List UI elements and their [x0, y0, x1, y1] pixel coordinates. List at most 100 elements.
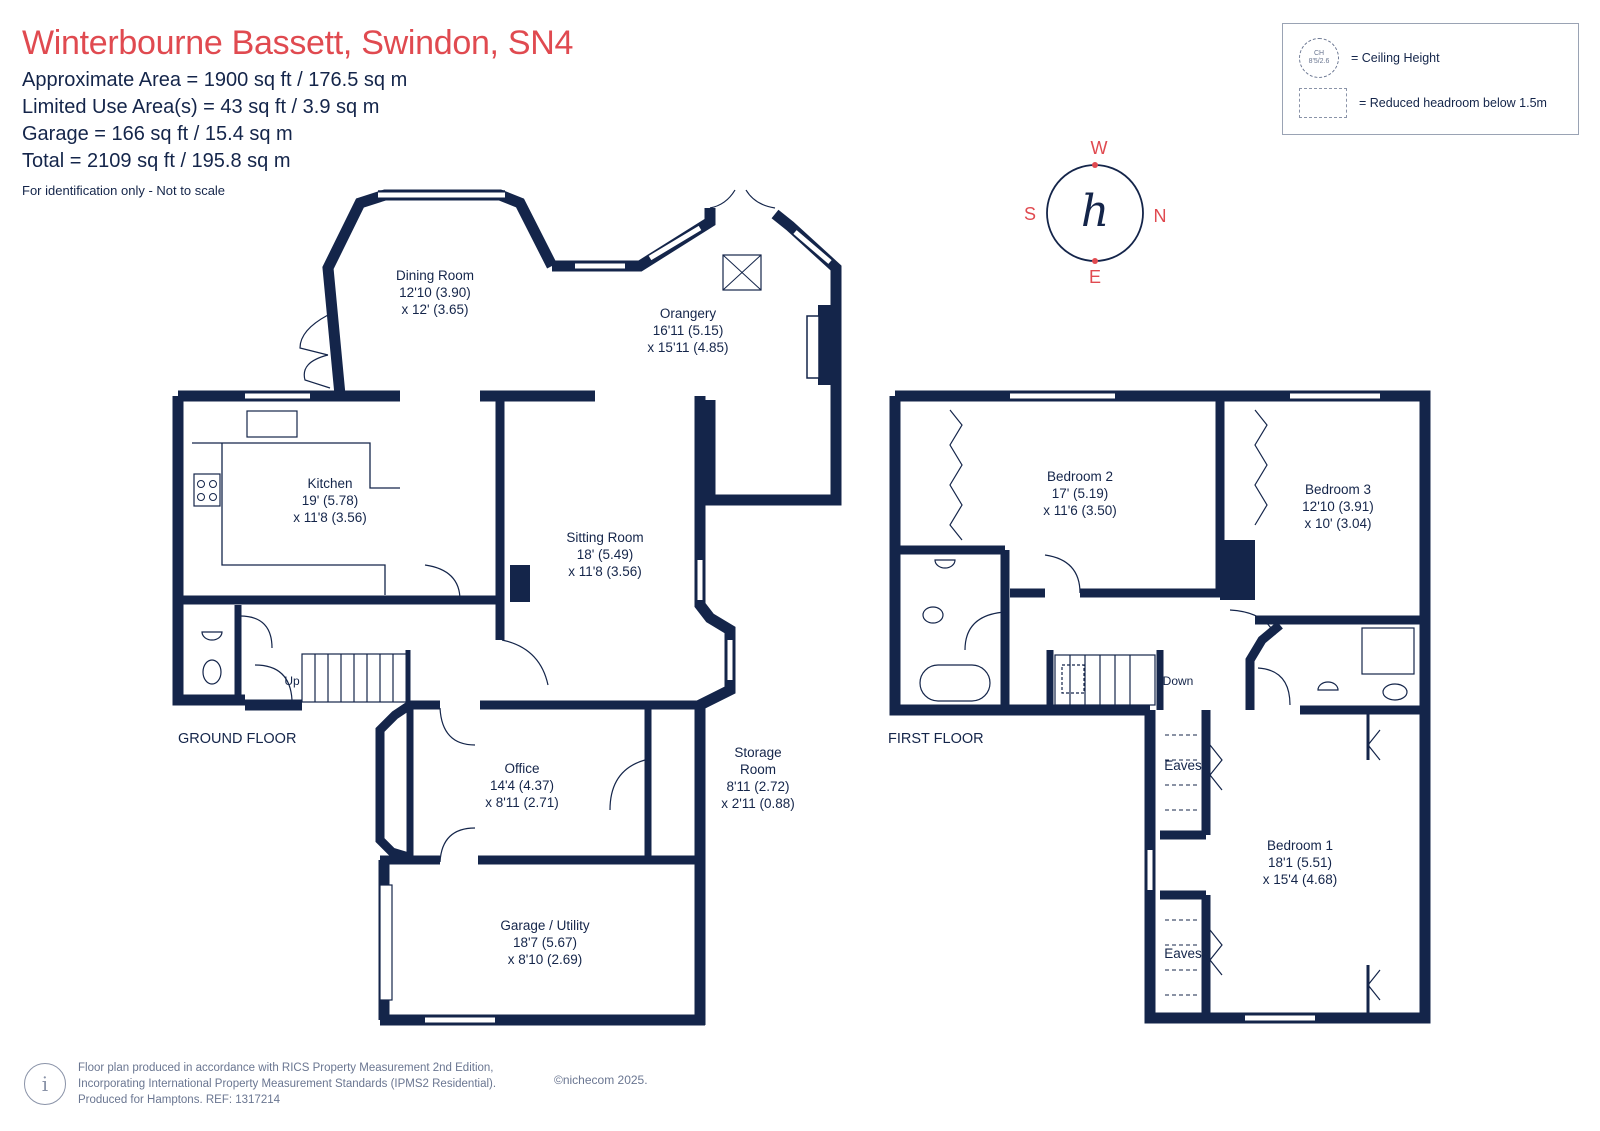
reduced-headroom-icon — [1299, 88, 1347, 118]
eaves-upper-label: Eaves — [1164, 758, 1202, 773]
ch-icon-value: 8'5/2.6 — [1308, 58, 1330, 65]
sitting-chimney — [510, 565, 530, 602]
room-labels: Dining Room 12'10 (3.90) x 12' (3.65) Or… — [178, 268, 1374, 967]
bedroom2-dim1: 17' (5.19) — [1052, 486, 1109, 501]
legend-ceiling-height: CH 8'5/2.6 = Ceiling Height — [1299, 38, 1440, 78]
stairs-down-label: Down — [1163, 674, 1194, 688]
sitting-room-name: Sitting Room — [566, 530, 643, 545]
page-title: Winterbourne Bassett, Swindon, SN4 — [22, 24, 574, 62]
info-icon: i — [24, 1063, 66, 1105]
storage-name1: Storage — [734, 745, 781, 760]
bedroom1-name: Bedroom 1 — [1267, 838, 1333, 853]
orangery-dim1: 16'11 (5.15) — [653, 323, 724, 338]
limited-use-area: Limited Use Area(s) = 43 sq ft / 3.9 sq … — [22, 96, 380, 118]
legend-reduced-headroom: = Reduced headroom below 1.5m — [1299, 88, 1547, 118]
ensuite-shower — [1361, 627, 1415, 675]
storage-name2: Room — [740, 762, 776, 777]
bathroom-door — [964, 611, 1006, 651]
storage-dim2: x 2'11 (0.88) — [721, 796, 795, 811]
eaves-lines — [1165, 734, 1200, 996]
kitchen-sink — [246, 410, 298, 438]
compass-w: W — [1091, 138, 1108, 158]
ceiling-height-icon: CH 8'5/2.6 — [1299, 38, 1339, 78]
garage-name: Garage / Utility — [500, 918, 590, 933]
storage-door — [609, 759, 646, 811]
plan-walls — [172, 189, 1431, 1026]
ensuite-door — [1257, 667, 1291, 706]
orangery-dim2: x 15'11 (4.85) — [647, 340, 728, 355]
office-dim1: 14'4 (4.37) — [490, 778, 554, 793]
bath-basin — [934, 559, 956, 569]
bedroom3-dim1: 12'10 (3.91) — [1302, 499, 1374, 514]
footer-text: Floor plan produced in accordance with R… — [78, 1060, 496, 1108]
compass-marker-w — [1092, 162, 1098, 168]
kitchen-name: Kitchen — [307, 476, 352, 491]
ground-floor-label: GROUND FLOOR — [178, 731, 296, 747]
orangery-chimney — [818, 305, 840, 385]
sitting-room-dim2: x 11'8 (3.56) — [568, 564, 642, 579]
kitchen-hob — [193, 473, 221, 507]
footer-brand: ©nichecom 2025. — [554, 1073, 648, 1087]
approx-area: Approximate Area = 1900 sq ft / 176.5 sq… — [22, 69, 408, 91]
bathtub — [919, 664, 991, 702]
office-door — [439, 707, 476, 746]
bedroom2-name: Bedroom 2 — [1047, 469, 1113, 484]
orangery-fireplace — [806, 315, 820, 379]
ensuite-toilet — [1382, 683, 1408, 701]
compass-logo: h — [1081, 186, 1109, 237]
compass-marker-e — [1092, 258, 1098, 264]
wardrobes — [949, 409, 1381, 1001]
garage-dim2: x 8'10 (2.69) — [508, 952, 583, 967]
wc-toilet — [202, 659, 222, 685]
first-floor-outline — [895, 390, 1431, 1024]
bedroom3-dim2: x 10' (3.04) — [1304, 516, 1371, 531]
footer-line1: Floor plan produced in accordance with R… — [78, 1062, 494, 1074]
compass: W S N E h — [1024, 138, 1167, 287]
ensuite-wall — [1245, 621, 1283, 710]
dining-french-door — [299, 314, 329, 356]
kitchen-dim1: 19' (5.78) — [302, 493, 359, 508]
scale-note: For identification only - Not to scale — [22, 183, 226, 198]
ceiling-height-label: = Ceiling Height — [1351, 51, 1440, 65]
stairs-up-label: Up — [284, 674, 300, 688]
orangery-french-door — [709, 189, 736, 209]
orangery-wall-lower — [704, 385, 842, 506]
kitchen-units — [192, 442, 400, 489]
garage-area: Garage = 166 sq ft / 15.4 sq m — [22, 123, 293, 145]
first-floor-label: FIRST FLOOR — [888, 731, 984, 747]
reduced-headroom-label: = Reduced headroom below 1.5m — [1359, 96, 1547, 110]
bedroom2-dim2: x 11'6 (3.50) — [1043, 503, 1117, 518]
orangery-name: Orangery — [660, 306, 717, 321]
roof-lantern — [722, 254, 762, 291]
office-bay-wall — [375, 701, 414, 863]
office-dim2: x 8'11 (2.71) — [485, 795, 559, 810]
legend-box: CH 8'5/2.6 = Ceiling Height = Reduced he… — [1282, 23, 1579, 135]
ensuite-basin — [1317, 681, 1339, 691]
sitting-door — [501, 639, 549, 686]
garage-door — [439, 827, 476, 863]
dining-room-name: Dining Room — [396, 268, 474, 283]
compass-n: N — [1154, 206, 1167, 226]
first-chimney — [1220, 540, 1255, 600]
first-stairs — [1054, 654, 1156, 706]
ground-stairs — [301, 653, 409, 703]
office-name: Office — [504, 761, 539, 776]
bedroom1-dim2: x 15'4 (4.68) — [1263, 872, 1338, 887]
header: Winterbourne Bassett, Swindon, SN4 Appro… — [22, 24, 573, 198]
storage-dim1: 8'11 (2.72) — [726, 779, 789, 794]
wc-basin — [201, 631, 223, 641]
wc-door — [239, 615, 273, 649]
garage-dim1: 18'7 (5.67) — [513, 935, 577, 950]
bedroom1-dim1: 18'1 (5.51) — [1268, 855, 1332, 870]
footer-line3: Produced for Hamptons. REF: 1317214 — [78, 1094, 281, 1106]
ground-floor-west-wall — [172, 396, 245, 706]
bed2-door — [1044, 554, 1081, 594]
total-area: Total = 2109 sq ft / 195.8 sq m — [22, 150, 291, 172]
bedroom3-name: Bedroom 3 — [1305, 482, 1371, 497]
dining-room-dim2: x 12' (3.65) — [401, 302, 468, 317]
kitchen-dim2: x 11'8 (3.56) — [293, 510, 367, 525]
dining-room-dim1: 12'10 (3.90) — [399, 285, 471, 300]
eaves-lower-label: Eaves — [1164, 946, 1202, 961]
compass-s: S — [1024, 204, 1036, 224]
